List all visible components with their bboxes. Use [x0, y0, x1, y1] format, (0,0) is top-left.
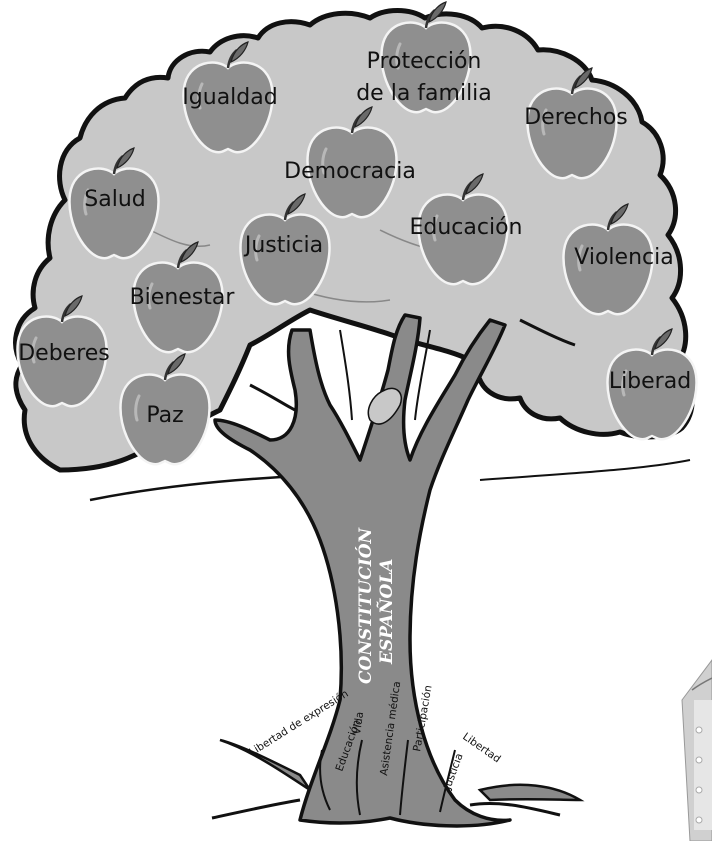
root-label-justicia: Justicia — [441, 752, 465, 792]
root-label-vida: Vida — [351, 711, 366, 735]
apple-label-paz: Paz — [146, 403, 183, 428]
trunk-title-line1: CONSTITUCIÓN — [355, 526, 376, 684]
apple-label-proteccion: Protección — [367, 49, 482, 74]
apple-label-salud: Salud — [84, 187, 145, 212]
page-tab-icon — [681, 659, 712, 841]
root-label-libertad: Libertad — [460, 731, 502, 766]
apple-label-bienestar: Bienestar — [130, 285, 236, 310]
trunk-title-line2: ESPAÑOLA — [375, 559, 397, 665]
tree-roots — [211, 738, 585, 820]
apple-label-familia: de la familia — [356, 81, 492, 106]
apple-labels: Igualdad Protección de la familia Derech… — [18, 49, 691, 428]
apple-label-educacion: Educación — [410, 215, 523, 240]
apple-label-democracia: Democracia — [284, 159, 416, 184]
apple-label-liberad: Liberad — [609, 369, 691, 394]
ground-lines — [89, 459, 691, 502]
tree-trunk — [213, 313, 576, 828]
apple-label-derechos: Derechos — [524, 105, 628, 130]
trunk-title: CONSTITUCIÓN ESPAÑOLA — [355, 526, 397, 684]
apple-label-violencia: Violencia — [574, 245, 673, 270]
apple-label-deberes: Deberes — [18, 341, 110, 366]
apple-label-justicia: Justicia — [243, 233, 323, 258]
apple-label-igualdad: Igualdad — [182, 85, 277, 110]
